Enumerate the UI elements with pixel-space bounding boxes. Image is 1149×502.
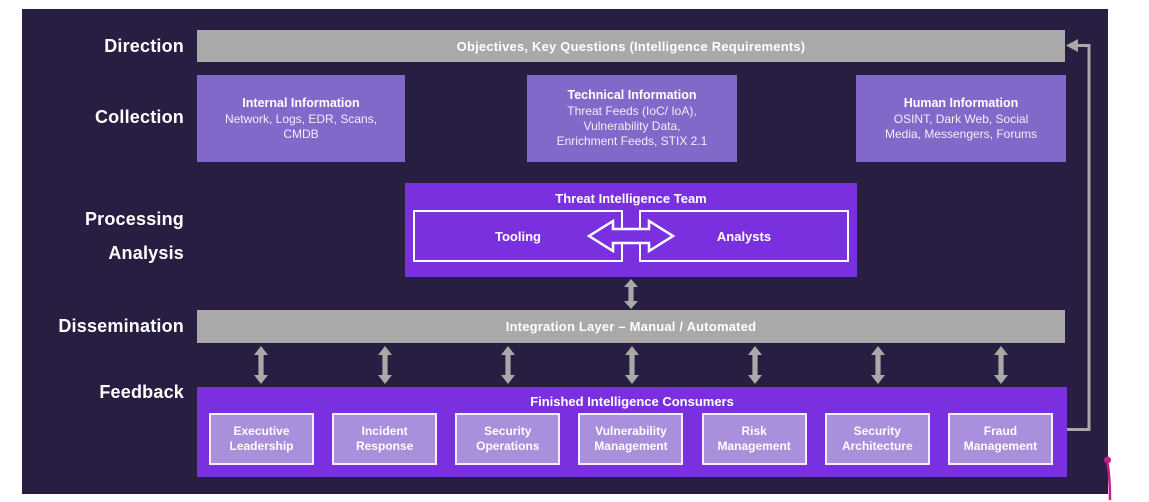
consumer-vulnerability-management: Vulnerability Management: [578, 413, 684, 465]
consumer-row: Executive Leadership Incident Response S…: [209, 413, 1053, 465]
team-title: Threat Intelligence Team: [555, 191, 707, 206]
consumer-incident-response: Incident Response: [332, 413, 438, 465]
stage-label-analysis: Analysis: [108, 243, 184, 263]
collection-box-internal: Internal Information Network, Logs, EDR,…: [197, 75, 405, 162]
collection-box-technical: Technical Information Threat Feeds (IoC/…: [527, 75, 737, 162]
double-headed-vertical-arrow-icon: [871, 346, 885, 384]
consumer-security-operations: Security Operations: [455, 413, 561, 465]
consumer-risk-management: Risk Management: [701, 413, 807, 465]
double-headed-vertical-arrow-icon: [994, 346, 1008, 384]
double-headed-vertical-arrow-icon: [748, 346, 762, 384]
integration-layer-bar: Integration Layer – Manual / Automated: [197, 310, 1065, 343]
collection-box-body: OSINT, Dark Web, Social Media, Messenger…: [884, 111, 1038, 141]
collection-box-body: Network, Logs, EDR, Scans, CMDB: [224, 111, 378, 141]
stage-label-dissemination: Dissemination: [58, 316, 184, 336]
collection-box-title: Internal Information: [242, 95, 360, 110]
objectives-bar: Objectives, Key Questions (Intelligence …: [197, 30, 1065, 62]
collection-box-human: Human Information OSINT, Dark Web, Socia…: [856, 75, 1066, 162]
collection-box-title: Technical Information: [567, 88, 697, 102]
stage-label-processing: Processing: [84, 209, 184, 229]
collection-box-body: Threat Feeds (IoC/ IoA), Vulnerability D…: [556, 104, 708, 148]
stage-label-direction: Direction: [104, 36, 184, 56]
double-headed-horizontal-arrow-icon: [586, 218, 676, 254]
finished-intelligence-consumers-box: Finished Intelligence Consumers Executiv…: [197, 387, 1067, 477]
stage-label-collection: Collection: [94, 107, 184, 127]
collection-box-title: Human Information: [903, 95, 1019, 110]
consumer-executive-leadership: Executive Leadership: [209, 413, 314, 465]
double-headed-vertical-arrow-icon: [501, 346, 515, 384]
consumers-title: Finished Intelligence Consumers: [530, 394, 734, 409]
consumer-fraud-management: Fraud Management: [947, 413, 1053, 465]
stage-label-feedback: Feedback: [99, 382, 184, 402]
double-headed-vertical-arrow-icon: [625, 346, 639, 384]
diagram-canvas: Direction Collection Processing Analysis…: [22, 9, 1108, 494]
double-headed-vertical-arrow-icon: [624, 279, 638, 309]
consumer-security-architecture: Security Architecture: [824, 413, 930, 465]
double-headed-vertical-arrow-icon: [254, 346, 268, 384]
double-headed-vertical-arrow-icon: [378, 346, 392, 384]
threat-intelligence-team-box: Threat Intelligence Team Tooling Analyst…: [405, 183, 857, 277]
